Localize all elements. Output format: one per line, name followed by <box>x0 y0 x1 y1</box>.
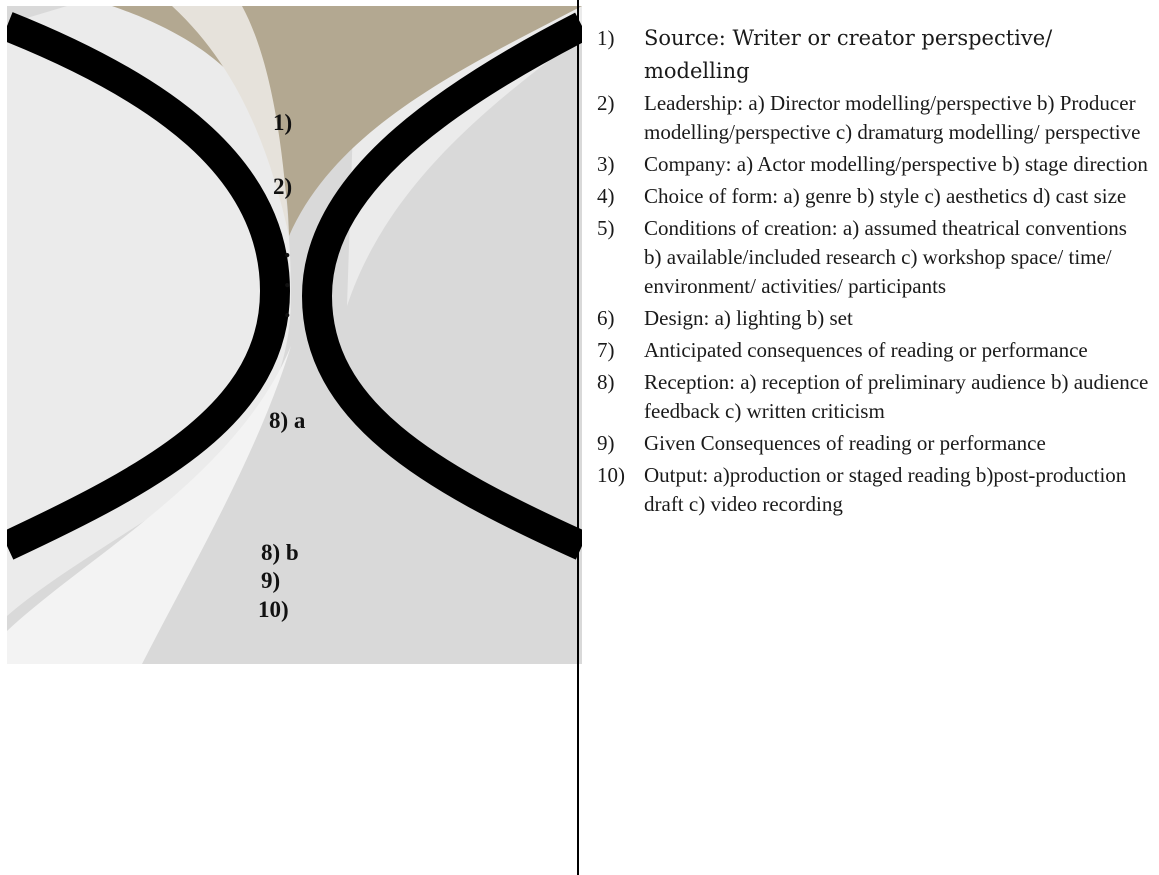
legend-item-9: 9) Given Consequences of reading or perfo… <box>597 429 1149 458</box>
ellipsis-dot: . <box>284 294 291 323</box>
legend-number: 3) <box>597 152 615 176</box>
vertical-divider <box>577 0 579 875</box>
ellipsis-dot: . <box>284 264 291 293</box>
legend-item-7: 7) Anticipated consequences of reading or… <box>597 336 1149 365</box>
legend-number: 7) <box>597 338 615 362</box>
legend-number: 9) <box>597 431 615 455</box>
stage-label-8a: 8) a <box>269 408 306 433</box>
legend-number: 1) <box>597 26 615 50</box>
legend-item-1: 1) Source: Writer or creator perspective/… <box>597 22 1149 88</box>
legend-text: Design: a) lighting b) set <box>644 306 853 330</box>
legend-number: 4) <box>597 184 615 208</box>
hourglass-diagram: 1) 2) . . . 8) a 8) b 9) 10) <box>7 6 582 664</box>
legend-number: 5) <box>597 216 615 240</box>
stage-label-2: 2) <box>273 174 293 199</box>
left-curve <box>7 12 291 560</box>
legend-text: Company: a) Actor modelling/perspective … <box>644 152 1148 176</box>
stage-label-8b: 8) b <box>261 540 299 565</box>
hourglass-shape <box>7 6 582 664</box>
legend-text: Conditions of creation: a) assumed theat… <box>644 216 1127 298</box>
legend-number: 6) <box>597 306 615 330</box>
legend-text: Leadership: a) Director modelling/perspe… <box>644 91 1141 144</box>
stage-label-9: 9) <box>261 568 281 593</box>
legend-item-2: 2) Leadership: a) Director modelling/pers… <box>597 89 1149 147</box>
legend-item-6: 6) Design: a) lighting b) set <box>597 304 1149 333</box>
stage-label-10: 10) <box>258 597 289 622</box>
top-wedge-light <box>172 6 289 236</box>
legend-text: Given Consequences of reading or perform… <box>644 431 1046 455</box>
legend-number: 8) <box>597 370 615 394</box>
legend-item-5: 5) Conditions of creation: a) assumed the… <box>597 214 1149 301</box>
legend-item-8: 8) Reception: a) reception of preliminary… <box>597 368 1149 426</box>
legend-number: 10) <box>597 463 625 487</box>
legend-text: Output: a)production or staged reading b… <box>644 463 1127 516</box>
legend-list: 1) Source: Writer or creator perspective/… <box>597 22 1149 522</box>
legend-text: Choice of form: a) genre b) style c) aes… <box>644 184 1127 208</box>
right-curve <box>301 12 582 560</box>
legend-text: Source: Writer or creator perspective/ m… <box>644 26 1053 83</box>
stage-label-1: 1) <box>273 110 293 135</box>
ellipsis-dot: . <box>284 234 291 263</box>
legend-item-3: 3) Company: a) Actor modelling/perspectiv… <box>597 150 1149 179</box>
legend-item-4: 4) Choice of form: a) genre b) style c) a… <box>597 182 1149 211</box>
legend-text: Reception: a) reception of preliminary a… <box>644 370 1149 423</box>
legend-item-10: 10) Output: a)production or staged readin… <box>597 461 1149 519</box>
pale-swoosh <box>7 346 291 664</box>
legend-number: 2) <box>597 91 615 115</box>
legend-text: Anticipated consequences of reading or p… <box>644 338 1088 362</box>
